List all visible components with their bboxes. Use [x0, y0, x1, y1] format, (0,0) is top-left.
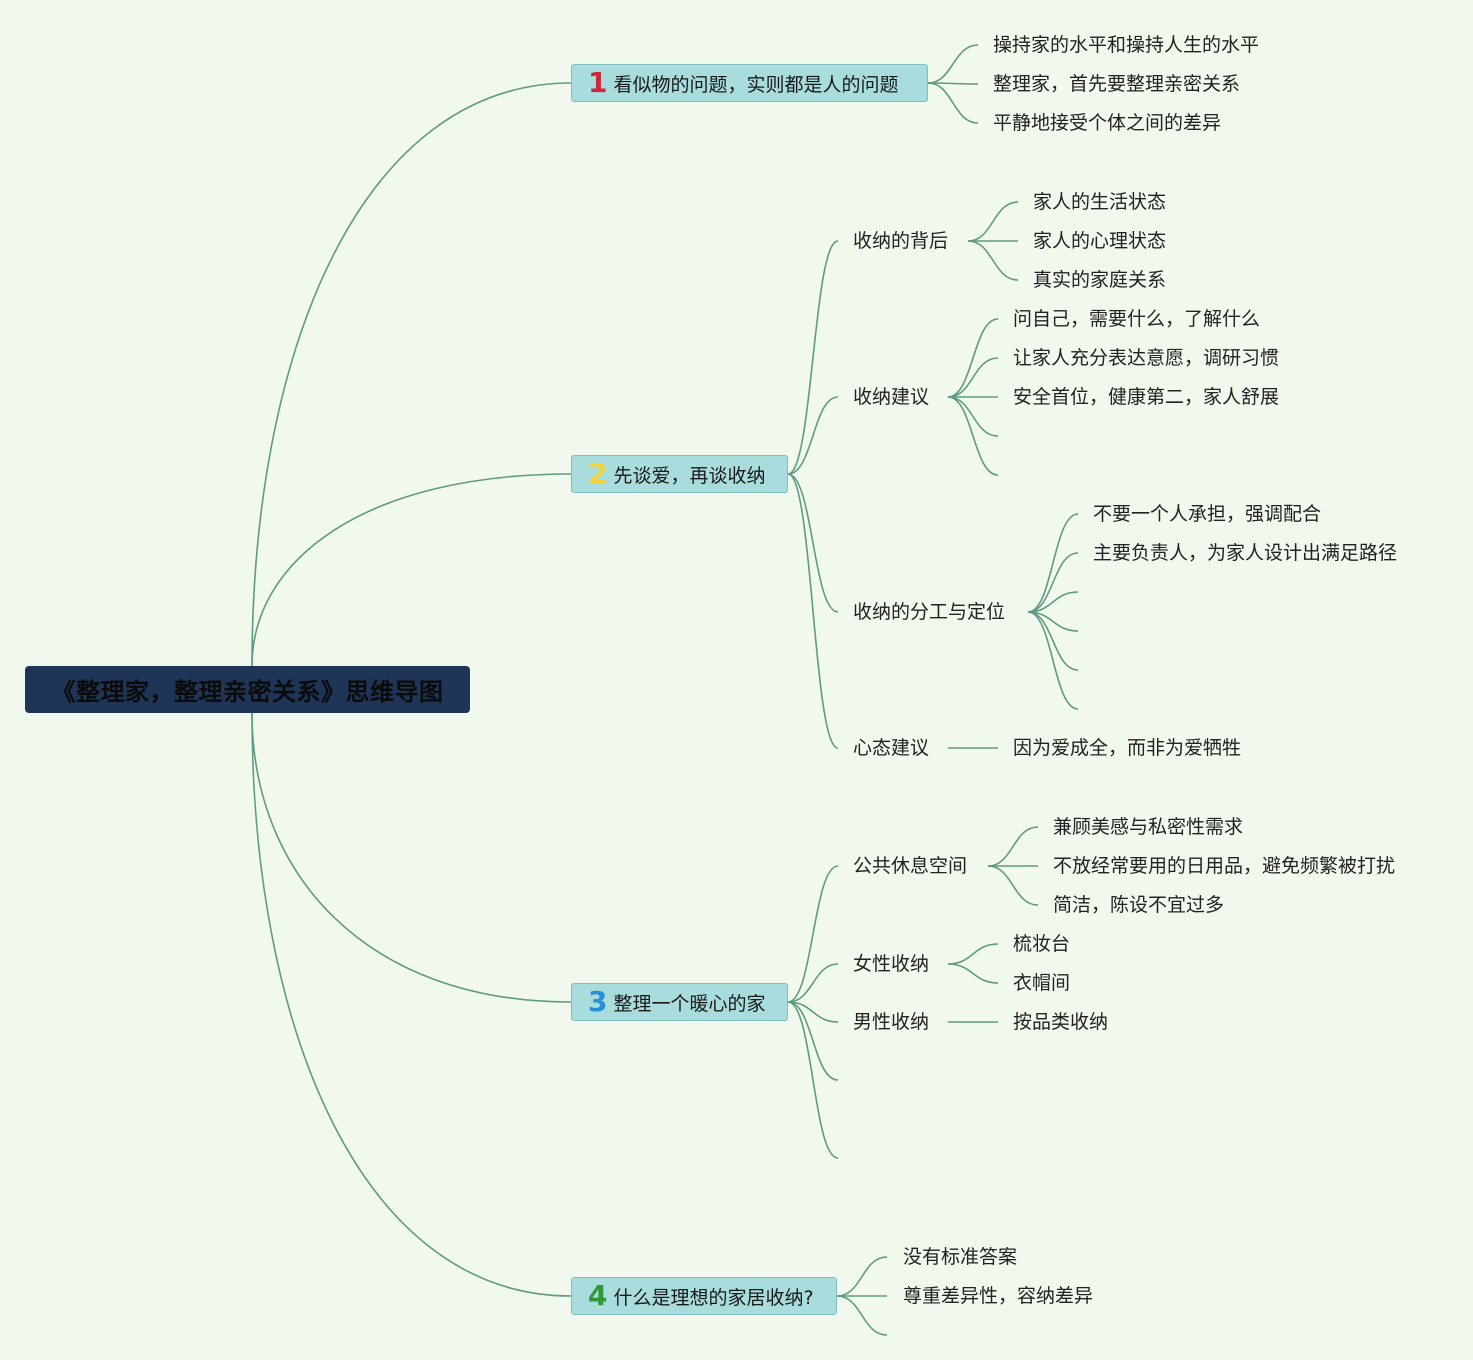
topic-2-1-1[interactable]: 家人的生活状态: [1033, 191, 1167, 213]
connector-4: [251, 712, 572, 1297]
connector-2: [251, 473, 572, 667]
branch-2-topic[interactable]: 2 先谈爱，再谈收纳: [571, 455, 788, 493]
topic-2-2-2[interactable]: 让家人充分表达意愿，调研习惯: [1013, 347, 1280, 369]
connector-21: [1027, 552, 1079, 613]
branch-3-topic[interactable]: 3 整理一个暖心的家: [571, 983, 788, 1021]
topic-3-1-1[interactable]: 兼顾美感与私密性需求: [1053, 816, 1244, 838]
connector-5: [927, 44, 979, 84]
topic-4-1[interactable]: 没有标准答案: [903, 1246, 1018, 1268]
connector-3: [251, 712, 572, 1003]
connector-16: [947, 357, 999, 398]
branch-1-topic[interactable]: 1 看似物的问题，实则都是人的问题: [571, 64, 928, 102]
topic-3-2[interactable]: 女性收纳: [853, 953, 930, 975]
connector-27: [787, 865, 839, 1003]
branch-1-number: 1: [588, 66, 608, 99]
connector-24: [1027, 611, 1079, 671]
topic-2-1-2[interactable]: 家人的心理状态: [1033, 230, 1167, 252]
root-topic[interactable]: 《整理家，整理亲密关系》思维导图: [25, 666, 470, 713]
connector-35: [947, 943, 999, 965]
branch-1-label: 看似物的问题，实则都是人的问题: [613, 73, 899, 96]
connector-30: [787, 1001, 839, 1081]
connector-22: [1027, 591, 1079, 613]
topic-2-4-1[interactable]: 因为爱成全，而非为爱牺牲: [1013, 737, 1242, 759]
connector-25: [1027, 611, 1079, 710]
topic-3-2-2[interactable]: 衣帽间: [1013, 972, 1071, 994]
connector-32: [987, 826, 1039, 867]
topic-2-3-1[interactable]: 不要一个人承担，强调配合: [1093, 503, 1322, 525]
topic-2-2-3[interactable]: 安全首位，健康第二，家人舒展: [1013, 386, 1280, 408]
topic-3-3-1[interactable]: 按品类收纳: [1013, 1011, 1109, 1033]
topic-3-3[interactable]: 男性收纳: [853, 1011, 930, 1033]
branch-4-topic[interactable]: 4 什么是理想的家居收纳?: [571, 1277, 837, 1315]
branch-3-label: 整理一个暖心的家: [613, 992, 766, 1015]
connector-31: [787, 1001, 839, 1159]
connector-38: [836, 1256, 888, 1297]
connector-1: [251, 82, 572, 667]
connector-40: [836, 1295, 888, 1336]
branch-4-number: 4: [588, 1279, 608, 1312]
branch-4-label: 什么是理想的家居收纳?: [613, 1286, 814, 1309]
topic-2-4[interactable]: 心态建议: [853, 737, 930, 759]
connector-11: [787, 473, 839, 749]
connector-18: [947, 396, 999, 437]
topic-3-1-2[interactable]: 不放经常要用的日用品，避免频繁被打扰: [1053, 855, 1396, 877]
connector-28: [787, 963, 839, 1003]
topic-4-2[interactable]: 尊重差异性，容纳差异: [903, 1285, 1094, 1307]
connector-15: [947, 318, 999, 398]
topic-2-2-1[interactable]: 问自己，需要什么，了解什么: [1013, 308, 1261, 330]
topic-3-1-3[interactable]: 简洁，陈设不宜过多: [1053, 894, 1225, 916]
branch-2-label: 先谈爱，再谈收纳: [613, 464, 766, 487]
topic-2-1[interactable]: 收纳的背后: [853, 230, 949, 252]
connector-8: [787, 240, 839, 475]
topic-2-1-3[interactable]: 真实的家庭关系: [1033, 269, 1167, 291]
topic-3-1[interactable]: 公共休息空间: [853, 855, 968, 877]
connector-10: [787, 473, 839, 613]
topic-2-3-2[interactable]: 主要负责人，为家人设计出满足路径: [1093, 542, 1398, 564]
root-title: 《整理家，整理亲密关系》思维导图: [51, 678, 444, 706]
topic-1-1[interactable]: 操持家的水平和操持人生的水平: [993, 34, 1260, 56]
topic-2-3[interactable]: 收纳的分工与定位: [853, 601, 1006, 623]
connector-36: [947, 963, 999, 984]
connector-29: [787, 1001, 839, 1023]
topic-1-3[interactable]: 平静地接受个体之间的差异: [993, 112, 1222, 134]
connector-14: [967, 240, 1019, 281]
connector-20: [1027, 513, 1079, 613]
branch-3-number: 3: [588, 985, 608, 1018]
topic-3-2-1[interactable]: 梳妆台: [1013, 933, 1071, 955]
connector-34: [987, 865, 1039, 906]
topic-1-2[interactable]: 整理家，首先要整理亲密关系: [993, 73, 1241, 95]
branch-2-number: 2: [588, 457, 608, 490]
connector-12: [967, 201, 1019, 242]
connector-9: [787, 396, 839, 475]
topic-2-2[interactable]: 收纳建议: [853, 386, 930, 408]
connector-19: [947, 396, 999, 476]
connector-7: [927, 82, 979, 124]
